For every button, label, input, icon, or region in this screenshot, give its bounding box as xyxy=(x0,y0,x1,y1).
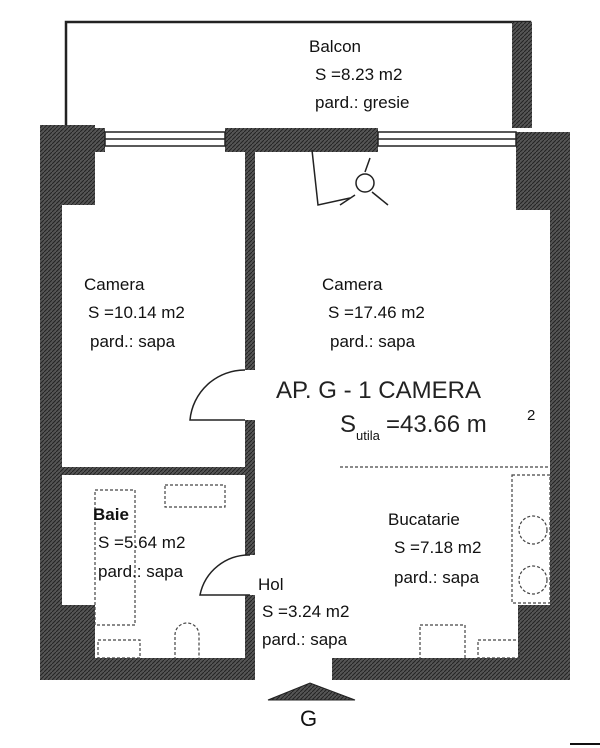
apartment-title: AP. G - 1 CAMERA xyxy=(276,377,481,404)
svg-text:S: S xyxy=(340,411,356,438)
room-label-bucatarie: Bucatarie S =7.18 m2 pard.: sapa xyxy=(388,510,481,587)
bathroom-fixtures xyxy=(94,484,521,660)
svg-text:S =5.64 m2: S =5.64 m2 xyxy=(98,533,185,552)
room-label-baie: Baie S =5.64 m2 pard.: sapa xyxy=(93,505,185,581)
windows xyxy=(104,131,517,147)
kitchen-counter xyxy=(340,466,551,661)
svg-text:pard.: sapa: pard.: sapa xyxy=(90,332,176,351)
balcony-door xyxy=(311,149,389,206)
room-label-camera-2: Camera S =17.46 m2 pard.: sapa xyxy=(322,275,425,351)
room-label-camera-1: Camera S =10.14 m2 pard.: sapa xyxy=(84,275,185,351)
svg-text:S =17.46 m2: S =17.46 m2 xyxy=(328,303,425,322)
svg-text:S =8.23 m2: S =8.23 m2 xyxy=(315,65,402,84)
svg-text:pard.: gresie: pard.: gresie xyxy=(315,93,410,112)
svg-text:Camera: Camera xyxy=(84,275,145,294)
room-label-balcon: Balcon S =8.23 m2 pard.: gresie xyxy=(309,37,410,112)
svg-text:Baie: Baie xyxy=(93,505,129,524)
svg-text:Bucatarie: Bucatarie xyxy=(388,510,460,529)
svg-text:pard.: sapa: pard.: sapa xyxy=(330,332,416,351)
svg-text:S =10.14 m2: S =10.14 m2 xyxy=(88,303,185,322)
svg-text:2: 2 xyxy=(527,407,535,424)
walls xyxy=(40,125,570,680)
svg-text:utila: utila xyxy=(356,428,381,443)
svg-text:S =7.18 m2: S =7.18 m2 xyxy=(394,538,481,557)
svg-text:Hol: Hol xyxy=(258,575,284,594)
svg-text:Camera: Camera xyxy=(322,275,383,294)
svg-text:Balcon: Balcon xyxy=(309,37,361,56)
usable-area: S utila =43.66 m 2 xyxy=(340,407,535,443)
svg-text:S =3.24 m2: S =3.24 m2 xyxy=(262,602,349,621)
balcony-outline xyxy=(64,20,532,128)
svg-text:pard.: sapa: pard.: sapa xyxy=(98,562,184,581)
room-label-hol: Hol S =3.24 m2 pard.: sapa xyxy=(258,575,349,649)
entrance-arrow xyxy=(267,682,356,701)
entrance-label: G xyxy=(300,706,317,731)
door-swings xyxy=(189,369,251,596)
svg-text:=43.66 m: =43.66 m xyxy=(386,411,487,438)
svg-text:pard.: sapa: pard.: sapa xyxy=(262,630,348,649)
svg-text:pard.: sapa: pard.: sapa xyxy=(394,568,480,587)
